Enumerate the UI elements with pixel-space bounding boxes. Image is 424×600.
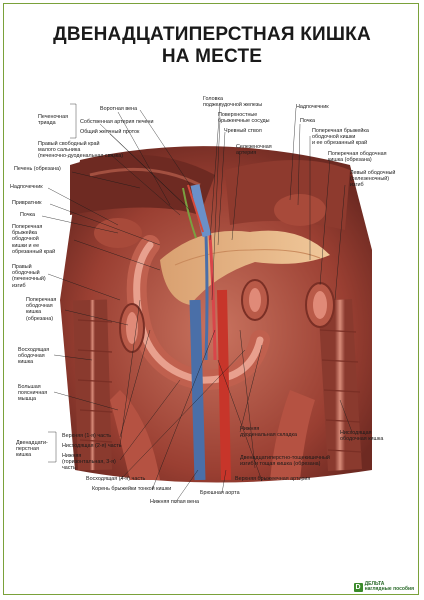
label-duo-ascending: Восходящая (4-я) часть (86, 476, 146, 482)
superior-mesenteric-vessels (208, 234, 217, 361)
liver (70, 154, 215, 215)
left-kidney (274, 194, 326, 226)
poster-title-line-1: ДВЕНАДЦАТИПЕРСТНАЯ КИШКА (53, 24, 371, 45)
psoas-muscle-left (270, 390, 315, 480)
label-liver-cut: Печень (обрезана) (14, 166, 61, 172)
label-splenic-artery: Селезеночная артерия (236, 144, 272, 157)
label-transverse-mesocolon: Поперечная брыжейка ободочной кишки и ее… (12, 224, 56, 255)
label-sma: Верхняя брыжеечная артерия (235, 476, 311, 482)
label-kidney-left: Почка (300, 118, 316, 124)
abdominal-aorta (217, 289, 231, 481)
label-inferior-duodenal-fold: Нижняя дуоденальная складка (240, 426, 297, 439)
label-adrenal-right: Надпочечник (10, 184, 43, 190)
bile-duct (182, 187, 197, 239)
label-transverse-mesocolon-left: Поперечная брыжейка ободочной кишки и ее… (312, 128, 369, 147)
poster-frame (3, 3, 419, 595)
label-free-edge: Правый свободный край малого сальника (п… (38, 141, 124, 160)
label-ascending-colon: Восходящая ободочная кишка (18, 347, 50, 366)
hepatic-artery (187, 184, 204, 233)
label-left-flexure: Левый ободочный (селезеночный) изгиб (350, 170, 396, 189)
label-duo-superior: Верхняя (1-я) часть (62, 433, 112, 439)
label-kidney-right: Почка (20, 212, 36, 218)
label-pancreas-head: Головка поджелудочной железы (203, 96, 263, 109)
label-pylorus: Привратник (12, 200, 42, 206)
label-adrenal-left: Надпочечник (296, 104, 329, 110)
label-hepatic-artery: Собственная артерия печени (80, 119, 154, 125)
publisher-logo: D ДЕЛЬТА наглядные пособия (353, 581, 414, 592)
label-aorta: Брюшная аорта (200, 490, 240, 496)
label-common-bile-duct: Общий желчный проток (80, 129, 140, 135)
label-portal-triad: Печеночная триада (38, 114, 69, 127)
label-transverse-colon: Поперечная ободочная кишка (обрезана) (26, 297, 57, 322)
label-duo-descending: Нисходящая (2-я) часть (62, 443, 122, 449)
descending-colon (318, 299, 362, 471)
logo-text: ДЕЛЬТА наглядные пособия (364, 581, 414, 592)
poster-title-line-2: НА МЕСТЕ (161, 46, 263, 67)
ascending-colon (73, 299, 112, 471)
logo-mark-icon: D (353, 582, 363, 592)
label-descending-colon: Нисходящая ободочная кишка (340, 430, 384, 443)
inferior-vena-cava (189, 299, 206, 481)
label-portal-vein: Воротная вена (100, 106, 138, 112)
label-mesentery-root: Корень брыжейки тонкой кишки (92, 486, 172, 492)
label-duo-horizontal: Нижняя (горизонтальная, 3-я) часть (62, 453, 116, 472)
label-celiac-trunk: Чревный ствол (224, 128, 262, 134)
label-dj-flexure: Двенадцатиперстно-тощекишечный изгиб и т… (240, 455, 330, 468)
label-transverse-colon-left: Поперечная ободочная кишка (обрезана) (328, 151, 387, 164)
label-superior-mesenteric-vessels: Поверхностные брыжеечные сосуды (218, 112, 270, 125)
label-psoas: Большая поясничная мышца (18, 384, 48, 403)
label-right-flexure: Правый ободочный (печеночный) изгиб (12, 264, 46, 289)
portal-vein (190, 184, 212, 238)
psoas-muscle (110, 390, 160, 480)
label-ivc: Нижняя полая вена (150, 499, 199, 505)
label-duodenum: Двенадцати- перстная кишка (16, 440, 48, 459)
pancreas (160, 230, 330, 305)
